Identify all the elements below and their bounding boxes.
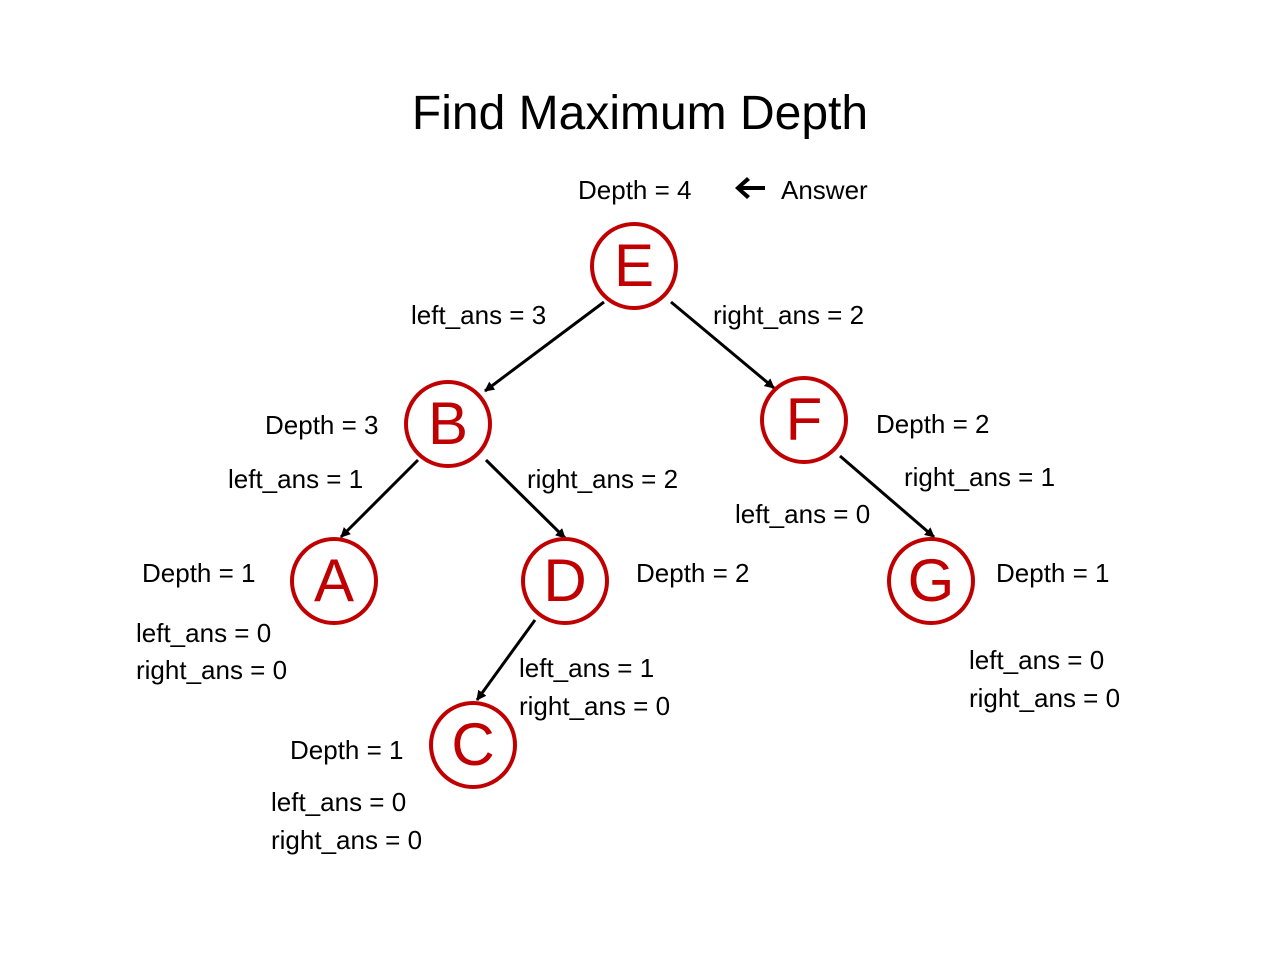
answer-label: Answer — [781, 175, 868, 205]
node-letter-a: A — [313, 547, 355, 614]
node-letter-d: D — [543, 547, 587, 614]
tree-node-e: E — [590, 222, 678, 310]
edge-b-d — [484, 458, 567, 540]
edge-e-f — [670, 300, 775, 390]
depth-label-c: Depth = 1 — [290, 735, 404, 765]
edge-f-g — [839, 454, 935, 539]
tree-node-c: C — [429, 701, 517, 789]
depth-label-d: Depth = 2 — [636, 558, 750, 588]
edge-d-c — [475, 619, 537, 701]
right-ans-label-a: right_ans = 0 — [136, 655, 288, 685]
tree-node-g: G — [887, 537, 975, 625]
edge-b-a — [339, 458, 420, 539]
right-ans-label-f: right_ans = 1 — [904, 462, 1056, 492]
right-ans-label-e: right_ans = 2 — [713, 300, 865, 330]
right-ans-label-b: right_ans = 2 — [527, 464, 679, 494]
left-ans-label-a: left_ans = 0 — [136, 618, 272, 648]
node-letter-c: C — [451, 711, 495, 778]
right-ans-label-c: right_ans = 0 — [271, 825, 423, 855]
tree-node-f: F — [760, 376, 848, 464]
node-letter-e: E — [613, 232, 655, 299]
left-arrow-icon — [735, 177, 765, 199]
left-ans-label-e: left_ans = 3 — [411, 300, 547, 330]
node-letter-g: G — [907, 547, 955, 614]
node-letter-f: F — [785, 386, 823, 453]
edge-e-b — [484, 300, 605, 393]
tree-node-a: A — [290, 537, 378, 625]
depth-label-a: Depth = 1 — [142, 558, 256, 588]
node-letter-b: B — [427, 390, 469, 457]
right-ans-label-g: right_ans = 0 — [969, 683, 1121, 713]
left-ans-label-d: left_ans = 1 — [519, 653, 655, 683]
depth-label-g: Depth = 1 — [996, 558, 1110, 588]
page-title: Find Maximum Depth — [411, 87, 869, 140]
left-ans-label-c: left_ans = 0 — [271, 787, 407, 817]
right-ans-label-d: right_ans = 0 — [519, 691, 671, 721]
left-ans-label-g: left_ans = 0 — [969, 645, 1105, 675]
tree-node-d: D — [521, 537, 609, 625]
depth-label-b: Depth = 3 — [265, 410, 379, 440]
depth-label-e: Depth = 4 — [578, 175, 692, 205]
tree-node-b: B — [404, 380, 492, 468]
left-ans-label-f: left_ans = 0 — [735, 499, 871, 529]
depth-label-f: Depth = 2 — [876, 409, 990, 439]
left-ans-label-b: left_ans = 1 — [228, 464, 364, 494]
